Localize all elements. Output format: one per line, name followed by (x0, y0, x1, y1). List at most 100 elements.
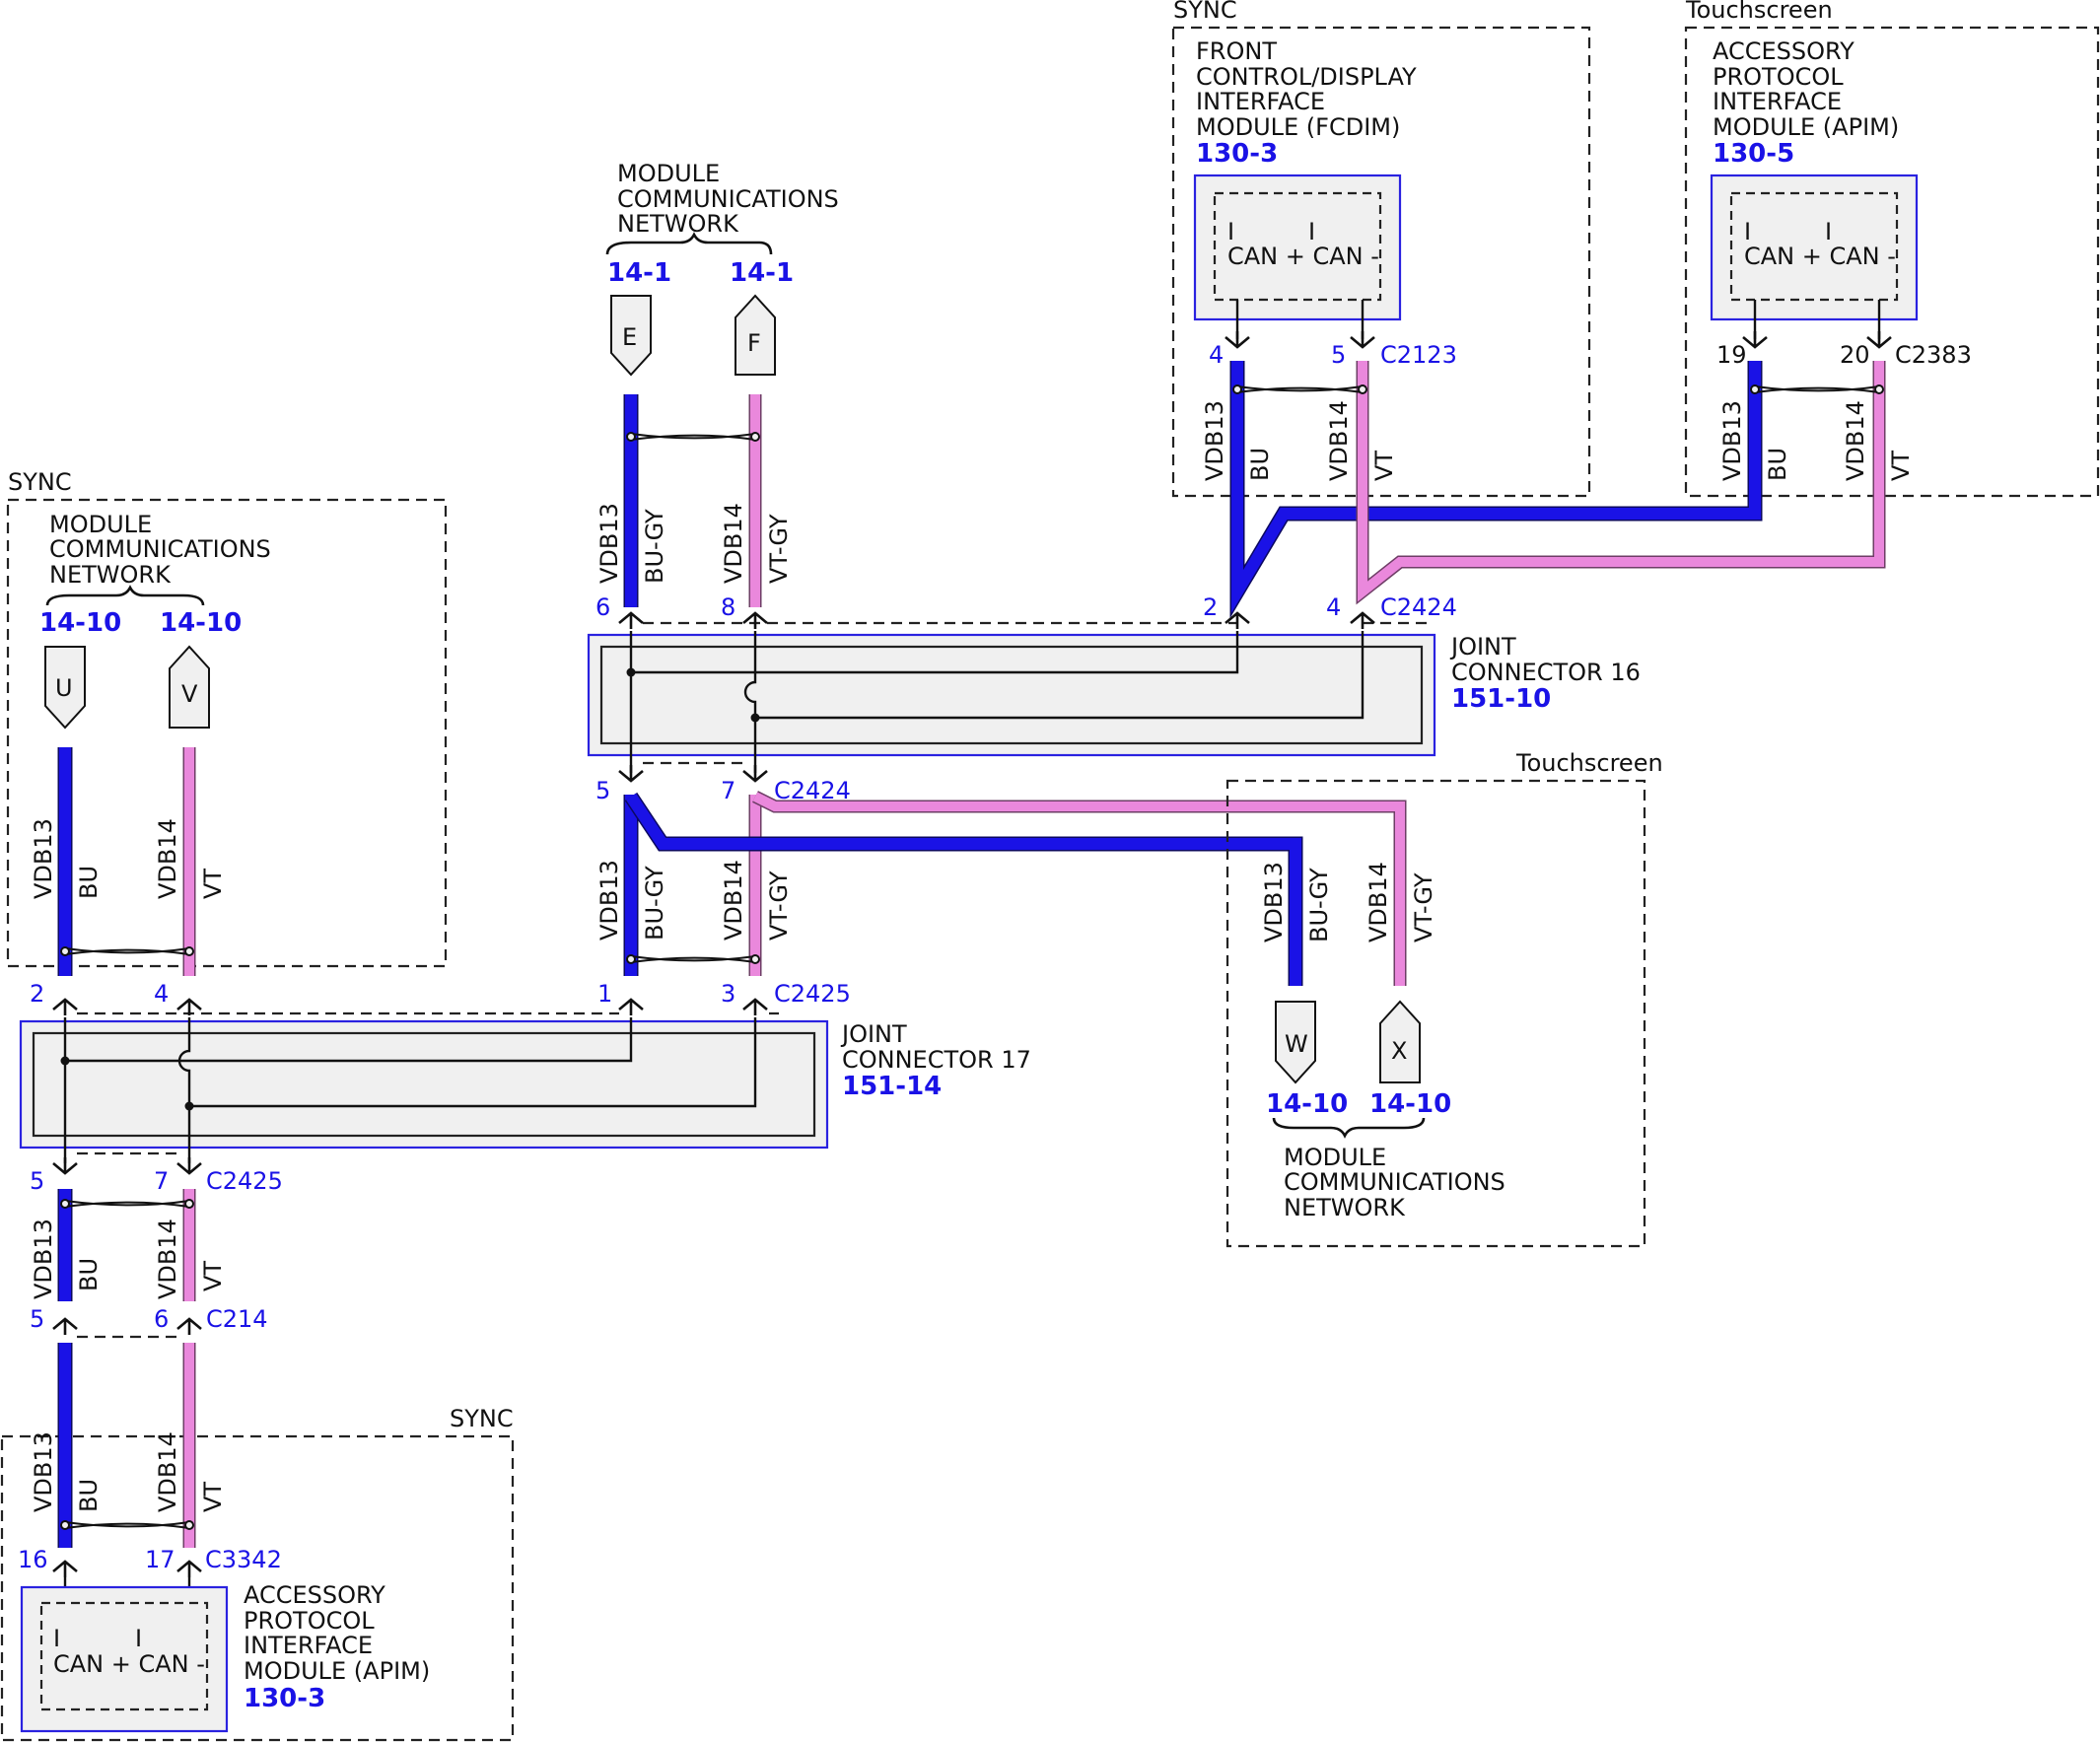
apim-top-can-label: CAN + CAN - (1744, 243, 1896, 270)
fcdim-can-box (1213, 191, 1382, 302)
touch-mid-ref-x: 14-10 (1369, 1089, 1451, 1119)
flag-w (1275, 1001, 1316, 1084)
sync-left-area-label: SYNC (8, 468, 72, 496)
sync-left-twist (64, 947, 190, 955)
sync-left-ref-v: 14-10 (160, 608, 242, 638)
lower-twist (64, 1200, 190, 1208)
fcdim-wire-b-circuit: VDB14 (1325, 400, 1353, 481)
flag-v (169, 645, 210, 729)
jc16-inner-box (599, 645, 1424, 745)
sync-bottom-wire-b-color: VT (199, 1482, 227, 1512)
sync-bottom-wire-a-color: BU (75, 1479, 103, 1512)
vdb14-wire-to-touch (752, 792, 1405, 986)
fcdim-name-line1: FRONT (1196, 37, 1277, 65)
apim-top-wire-a-color: BU (1764, 448, 1791, 481)
lower-wire-b-color: VT (199, 1261, 227, 1291)
apim-top-pin-b: 20 (1840, 341, 1870, 369)
jc17-top-connector: C2425 (774, 980, 851, 1008)
apim-bottom-ref: 130-3 (244, 1684, 325, 1713)
jc17-bottom-pin-7: 7 (154, 1167, 169, 1195)
jc16-pin2-terminal (1224, 611, 1251, 631)
sync-left-boundary (6, 498, 448, 968)
jc17-bottom-pin-5: 5 (30, 1167, 44, 1195)
jc17-name-line2: CONNECTOR 17 (842, 1046, 1031, 1074)
fcdim-wire-a-circuit: VDB13 (1201, 400, 1228, 481)
fcdim-wire-b-color: VT (1370, 451, 1398, 481)
jc17-ref: 151-14 (842, 1072, 942, 1101)
mid-wire-b-color: VT-GY (765, 871, 793, 941)
touch-mid-ref-w: 14-10 (1266, 1089, 1348, 1119)
flag-e (610, 295, 652, 377)
mid-wires: VDB13 BU-GY VDB14 VT-GY (595, 791, 1407, 986)
flag-x-label: X (1391, 1037, 1407, 1065)
apim-top-can-box (1729, 191, 1899, 302)
jc16-pin5-terminal (617, 763, 645, 783)
jc17-top-pin-1: 1 (597, 980, 612, 1008)
jc17-top-pin-4: 4 (154, 980, 169, 1008)
mcn-top-wire-a-circuit: VDB13 (595, 503, 623, 584)
fcdim-can-i1: I (1227, 218, 1234, 245)
apim-bottom-name-line2: PROTOCOL (244, 1607, 375, 1635)
sync-bottom-boundary (0, 1434, 515, 1742)
jc16-name-line2: CONNECTOR 16 (1451, 659, 1641, 686)
sync-left-brace (45, 585, 205, 606)
apim-top-twist (1754, 385, 1880, 393)
jc16-pin8-terminal (741, 611, 769, 631)
fcdim-wire-a-color: BU (1246, 448, 1274, 481)
apim-top-can-i2: I (1825, 218, 1832, 245)
touch-mid-area-label: Touchscreen (1515, 749, 1663, 777)
jc16-top-connector: C2424 (1380, 593, 1457, 621)
sync-left-wire-a-color: BU (75, 866, 103, 899)
mid-wire-b-circuit: VDB14 (720, 860, 747, 941)
c3342-connector: C3342 (205, 1546, 282, 1573)
c214-pin-6: 6 (154, 1305, 169, 1333)
top-wires (1229, 361, 1886, 619)
touch-mid-wire-a-color: BU-GY (1305, 868, 1333, 942)
c3342-pin16-terminal (51, 1560, 79, 1579)
c214-pin-5: 5 (30, 1305, 44, 1333)
jc16-pin4-terminal (1349, 611, 1376, 631)
flag-u-label: U (55, 674, 73, 702)
apim-top-name-line4: MODULE (APIM) (1713, 113, 1899, 141)
touch-mid-area: Touchscreen VDB13 BU-GY VDB14 VT-GY W X … (1225, 749, 1663, 1248)
sync-left-wire-a-circuit: VDB13 (30, 818, 57, 899)
jc16-name-line1: JOINT (1449, 633, 1516, 661)
lower-wires: VDB13 BU VDB14 VT 5 6 C214 (30, 1189, 268, 1339)
apim-bottom-name-line3: INTERFACE (244, 1632, 373, 1659)
sync-left-area: SYNC MODULE COMMUNICATIONS NETWORK 14-10… (6, 468, 448, 976)
flag-f-label: F (747, 329, 761, 357)
touch-mid-wire-b-circuit: VDB14 (1365, 862, 1392, 942)
touch-top-boundary (1684, 26, 2100, 498)
apim-top-wire-b-color: VT (1887, 451, 1915, 481)
mcn-top-name-line2: COMMUNICATIONS (617, 185, 839, 213)
jc17-bottom-connector: C2425 (206, 1167, 283, 1195)
mcn-top: MODULE COMMUNICATIONS NETWORK 14-1 14-1 … (595, 160, 839, 607)
sync-left-wire-b-circuit: VDB14 (154, 818, 181, 899)
mcn-top-name-line1: MODULE (617, 160, 720, 187)
apim-top-name-line2: PROTOCOL (1713, 63, 1844, 91)
apim-top-ref: 130-5 (1713, 139, 1794, 169)
sync-left-name-line2: COMMUNICATIONS (49, 535, 271, 563)
jc16-bottom-connector: C2424 (774, 777, 851, 804)
c3342-pin-16: 16 (18, 1546, 48, 1573)
apim-bottom-can-box (39, 1601, 209, 1711)
c3342-pin-17: 17 (145, 1546, 175, 1573)
touch-mid-name-line2: COMMUNICATIONS (1284, 1168, 1505, 1196)
touch-mid-boundary (1225, 779, 1646, 1248)
jc17-top-pin-2: 2 (30, 980, 44, 1008)
fcdim-pin5-terminal (1349, 329, 1376, 349)
touch-mid-brace (1272, 1117, 1426, 1139)
sync-bottom-area: SYNC VDB13 BU VDB14 VT 16 17 C3342 I I C… (0, 1343, 515, 1742)
c3342-pin17-terminal (175, 1560, 203, 1579)
apim-top-pin20-terminal (1865, 329, 1893, 349)
lower-wire-b-circuit: VDB14 (154, 1219, 181, 1299)
jc16-bottom-pin-5: 5 (595, 777, 610, 804)
fcdim-ref: 130-3 (1196, 139, 1278, 169)
jc17-pin2-terminal (51, 998, 79, 1017)
jc17-name-line1: JOINT (840, 1020, 907, 1048)
jc17-pin5-terminal (51, 1155, 79, 1175)
jc17-top-pin-3: 3 (721, 980, 735, 1008)
jc16-pin6-terminal (617, 611, 645, 631)
touch-top-area-label: Touchscreen (1685, 0, 1833, 24)
